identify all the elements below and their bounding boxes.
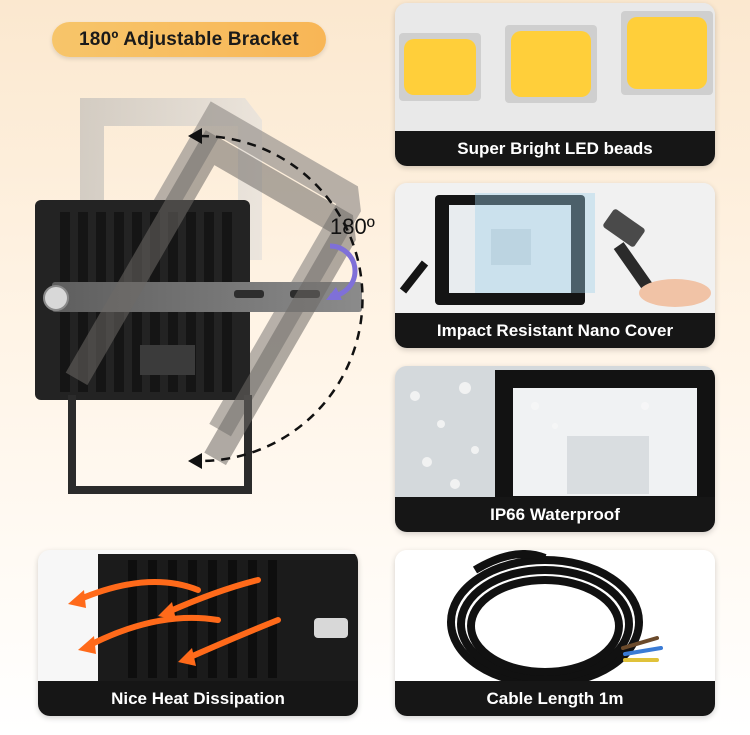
floodlight-bracket-illustration [0,60,390,500]
feature-label-led-beads: Super Bright LED beads [395,131,715,166]
feature-card-heat-dissipation: Nice Heat Dissipation [38,550,358,716]
feature-label-cable-length: Cable Length 1m [395,681,715,716]
led-beads-icon [395,3,715,131]
cable-icon [395,550,715,688]
feature-card-cable-length: Cable Length 1m [395,550,715,716]
rotation-degree-label: 180º [330,214,375,239]
feature-card-impact-cover: Impact Resistant Nano Cover [395,183,715,348]
feature-card-waterproof: IP66 Waterproof [395,366,715,532]
feature-label-impact-cover: Impact Resistant Nano Cover [395,313,715,348]
hammer-icon [395,183,715,313]
floodlight-back-icon [35,98,364,494]
water-drops-icon [395,366,715,500]
bracket-title: 180º Adjustable Bracket [79,28,299,50]
heat-arrows-icon [38,550,358,682]
feature-label-heat-dissipation: Nice Heat Dissipation [38,681,358,716]
feature-card-led-beads: Super Bright LED beads [395,3,715,166]
bracket-title-badge: 180º Adjustable Bracket [52,22,326,57]
feature-label-waterproof: IP66 Waterproof [395,497,715,532]
